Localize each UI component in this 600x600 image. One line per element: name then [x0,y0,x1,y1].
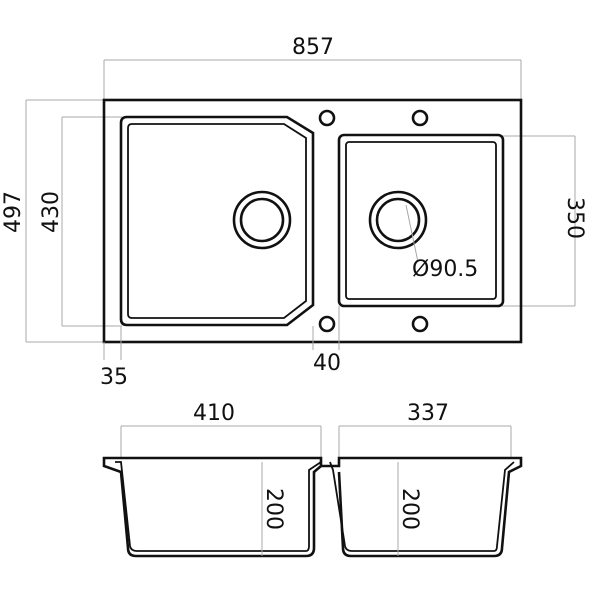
small-bowl-depth-label: 350 [562,197,587,239]
divider-width-label: 40 [313,351,341,376]
tap-hole-top-left [318,109,336,127]
small-bowl-width-label: 337 [407,401,449,426]
large-bowl-inner [127,123,307,319]
large-bowl-drain-outer [232,190,292,250]
large-bowl-width-label: 410 [193,401,235,426]
divider-width-dimension: 40 [312,306,341,376]
section-large-bowl-inner-wall [115,461,322,552]
edge-offset-dimension: 35 [100,326,128,390]
bowl-depth-dimension: 430 [39,116,122,327]
section-profile-outer [102,456,323,558]
large-bowl-drain-inner [239,197,285,243]
tap-hole-top-right [411,109,429,127]
large-bowl-height-dimension: 200 [261,462,286,556]
large-bowl-height-label: 200 [261,488,286,530]
drain-diameter-callout: Ø90.5 [405,204,478,282]
drain-diameter-label: Ø90.5 [412,257,478,282]
small-bowl-inner [345,141,497,300]
large-bowl-outer [119,115,315,327]
small-bowl-height-label: 200 [397,488,422,530]
overall-depth-label: 497 [1,191,26,233]
overall-depth-dimension: 497 [1,99,104,343]
section-small-bowl-inner-wall [329,461,515,552]
small-bowl-width-dimension: 337 [338,401,512,458]
small-bowl-outer [337,133,505,308]
tap-hole-bottom-right [411,315,429,333]
edge-offset-label: 35 [100,365,128,390]
overall-width-dimension: 857 [103,35,522,100]
large-bowl-width-dimension: 410 [120,401,322,458]
section-view: 410 337 200 200 [102,401,523,558]
bowl-depth-label: 430 [39,191,64,233]
small-bowl-depth-dimension: 350 [500,135,587,307]
tap-hole-bottom-left [318,315,336,333]
section-profile-small-outer [321,456,523,558]
overall-width-label: 857 [292,35,334,60]
top-view: 857 497 430 350 [1,35,587,390]
small-bowl-drain-outer [368,190,428,250]
small-bowl-drain-inner [375,197,421,243]
small-bowl-height-dimension: 200 [397,462,422,556]
